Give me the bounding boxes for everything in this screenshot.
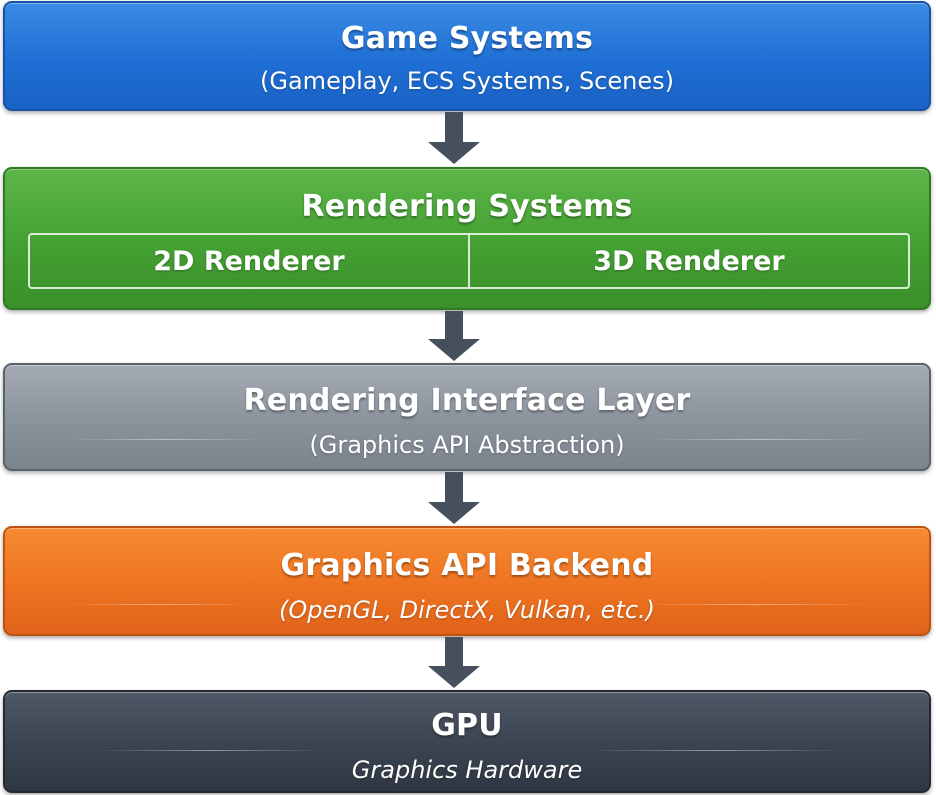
gpu-subtitle: Graphics Hardware <box>351 756 583 784</box>
renderer-3d: 3D Renderer <box>593 245 785 277</box>
divider-line <box>635 604 875 605</box>
down-arrow-icon <box>428 112 480 166</box>
divider-line <box>95 750 325 751</box>
renderer-panel: 2D Renderer 3D Renderer <box>28 233 910 289</box>
renderer-divider <box>468 235 470 287</box>
divider-line <box>65 604 255 605</box>
divider-line <box>585 750 845 751</box>
game-systems-title: Game Systems <box>340 21 594 56</box>
divider-line <box>645 439 875 440</box>
game-systems-subtitle: (Gameplay, ECS Systems, Scenes) <box>260 67 674 95</box>
rendering-systems-layer: Rendering Systems 2D Renderer 3D Rendere… <box>3 167 931 310</box>
rendering-systems-title: Rendering Systems <box>301 189 633 224</box>
divider-line <box>65 439 265 440</box>
graphics-api-backend-subtitle: (OpenGL, DirectX, Vulkan, etc.) <box>278 596 656 624</box>
down-arrow-icon <box>428 637 480 690</box>
graphics-api-backend-title: Graphics API Backend <box>280 548 654 583</box>
gpu-title: GPU <box>431 708 503 743</box>
rendering-interface-subtitle: (Graphics API Abstraction) <box>309 431 625 459</box>
renderer-2d: 2D Renderer <box>153 245 345 277</box>
rendering-interface-layer: Rendering Interface Layer (Graphics API … <box>3 363 931 471</box>
rendering-interface-title: Rendering Interface Layer <box>243 383 691 418</box>
down-arrow-icon <box>428 472 480 526</box>
gpu-layer: GPU Graphics Hardware <box>3 690 931 793</box>
game-systems-layer: Game Systems (Gameplay, ECS Systems, Sce… <box>3 1 931 111</box>
graphics-api-backend-layer: Graphics API Backend (OpenGL, DirectX, V… <box>3 526 931 636</box>
down-arrow-icon <box>428 311 480 363</box>
